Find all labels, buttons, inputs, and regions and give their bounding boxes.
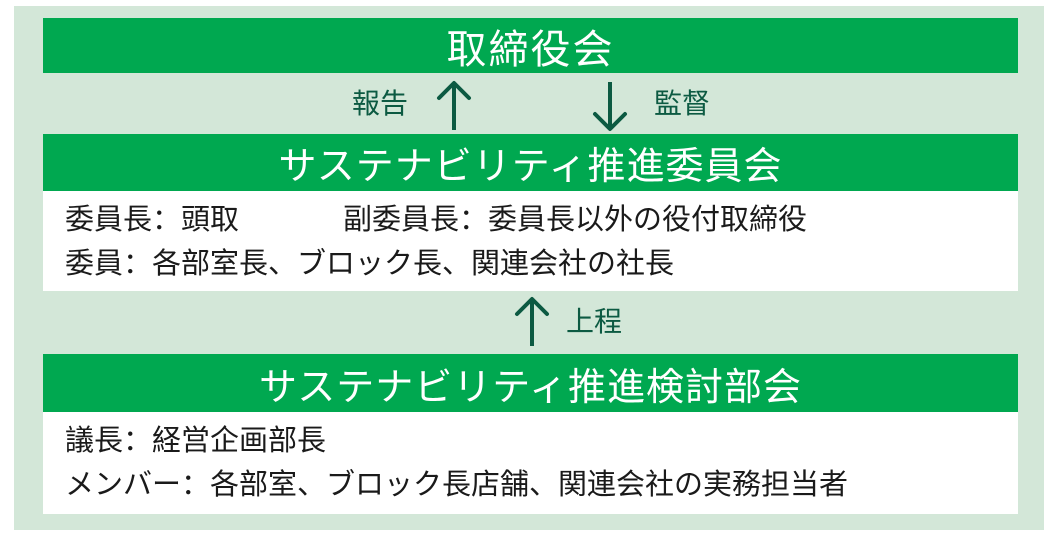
report-arrow-up-icon <box>437 81 471 130</box>
subcommittee-members-box: 議長：経営企画部長 メンバー：各部室、ブロック長店舗、関連会社の実務担当者 <box>43 412 1018 514</box>
committee-members-box: 委員長：頭取 副委員長：委員長以外の役付取締役 委員：各部室長、ブロック長、関連… <box>43 191 1018 291</box>
committee-vice-chair: 副委員長：委員長以外の役付取締役 <box>343 202 808 236</box>
submit-label: 上程 <box>566 305 623 338</box>
board-title: 取締役会 <box>446 26 615 73</box>
subcommittee-chair: 議長：経営企画部長 <box>65 423 327 457</box>
subcommittee-members: メンバー：各部室、ブロック長店舗、関連会社の実務担当者 <box>65 467 849 501</box>
report-label: 報告 <box>352 87 409 120</box>
committee-title: サステナビリティ推進委員会 <box>278 144 783 188</box>
submit-arrow-up-icon <box>515 297 549 346</box>
board-box: 取締役会 <box>43 18 1018 73</box>
committee-chair: 委員長：頭取 <box>65 202 240 236</box>
committee-members: 委員：各部室長、ブロック長、関連会社の社長 <box>65 246 675 280</box>
supervise-arrow-down-icon <box>593 82 627 131</box>
committee-header: サステナビリティ推進委員会 <box>43 134 1018 191</box>
subcommittee-header: サステナビリティ推進検討部会 <box>43 354 1018 412</box>
supervise-label: 監督 <box>654 87 711 120</box>
subcommittee-title: サステナビリティ推進検討部会 <box>259 364 802 409</box>
